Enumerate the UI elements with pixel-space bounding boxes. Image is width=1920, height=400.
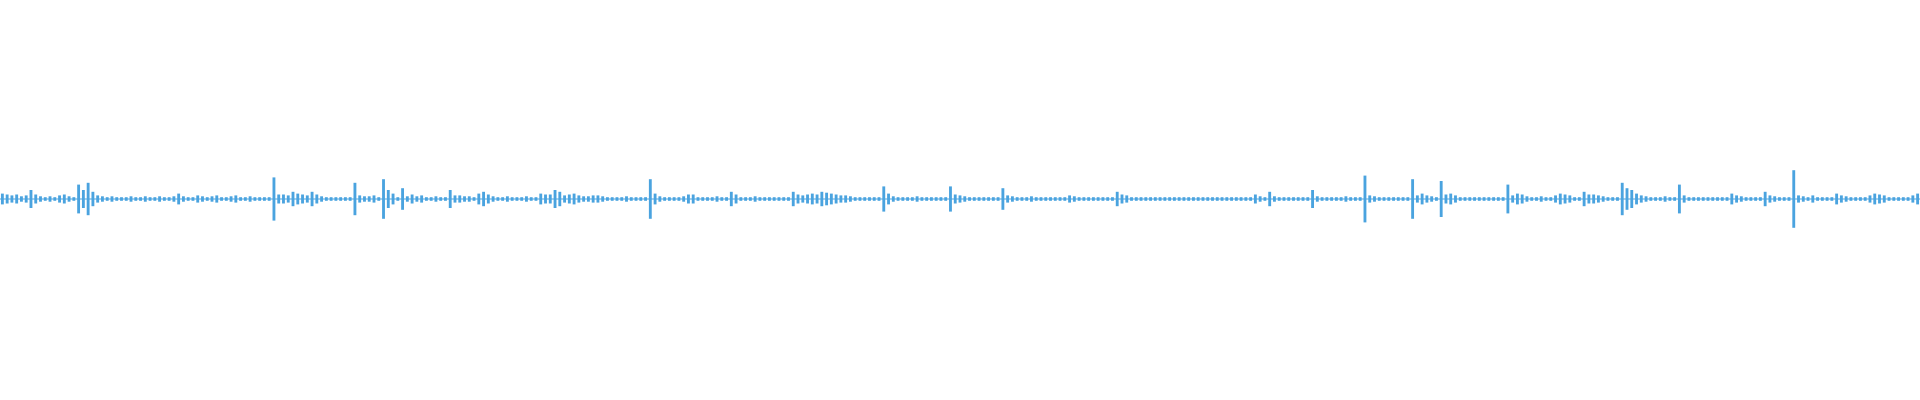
waveform-bars xyxy=(0,170,1920,228)
